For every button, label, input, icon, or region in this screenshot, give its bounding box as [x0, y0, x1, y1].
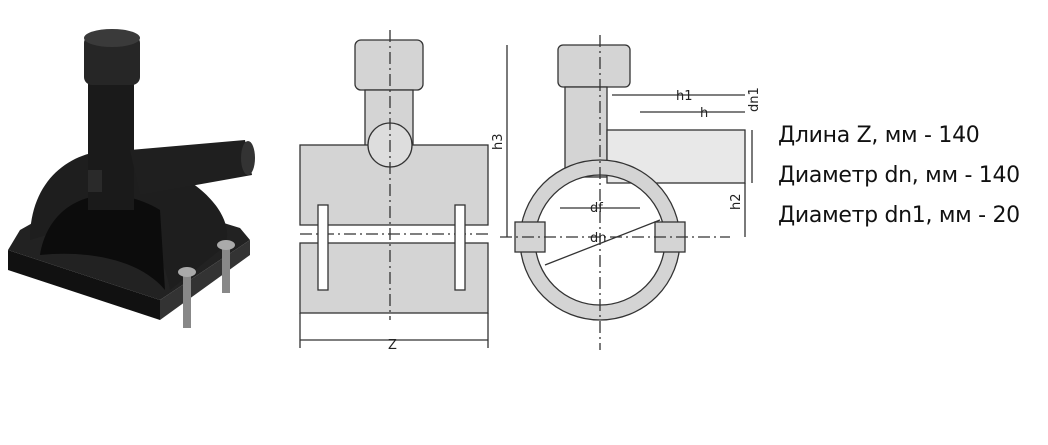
label-dn1: dn1 — [747, 87, 762, 112]
product-photo — [8, 29, 255, 328]
label-h: h — [700, 106, 708, 121]
label-dn: dn — [590, 231, 607, 246]
spec-diameter-dn: Диаметр dn, мм - 140 — [778, 163, 1020, 188]
side-section-drawing — [500, 35, 753, 350]
spec-diameter-dn1: Диаметр dn1, мм - 20 — [778, 203, 1020, 228]
label-z: Z — [388, 338, 397, 353]
label-h3: h3 — [491, 133, 506, 150]
front-view-drawing — [299, 30, 489, 348]
spec-length-z: Длина Z, мм - 140 — [778, 123, 980, 148]
label-df: df — [590, 201, 603, 216]
label-h1: h1 — [676, 89, 693, 104]
spec-list: Длина Z, мм - 140 Диаметр dn, мм - 140 Д… — [778, 116, 1020, 236]
label-h2: h2 — [729, 193, 744, 210]
